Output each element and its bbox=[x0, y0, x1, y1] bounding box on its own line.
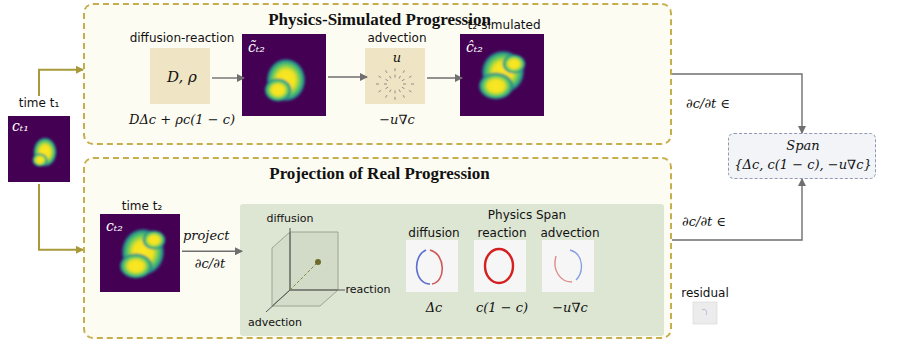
node-text: ĉₜ₂ bbox=[466, 39, 516, 56]
node-text: DΔc + ρc(1 − c) bbox=[118, 112, 246, 128]
node-text: cₜ₂ bbox=[106, 218, 156, 235]
node-text: advection bbox=[347, 31, 447, 45]
node-text: residual bbox=[674, 286, 736, 300]
node-text: t₂-simulated bbox=[450, 18, 558, 32]
node-text: time t₂ bbox=[102, 199, 182, 213]
node-text: time t₁ bbox=[2, 96, 76, 110]
basis-image: diffusionΔc bbox=[408, 226, 460, 326]
image-node: c̃ₜ₂ bbox=[244, 36, 328, 118]
node-text: cₜ₁ bbox=[12, 118, 52, 135]
node-text: −u∇c bbox=[347, 112, 447, 128]
basis-image: reactionc(1 − c) bbox=[476, 226, 528, 326]
node-text: reaction bbox=[464, 226, 540, 240]
edge-label: ∂c/∂t ∈ bbox=[684, 96, 732, 112]
edge-label: project bbox=[181, 228, 232, 244]
node-text: D, ρ bbox=[152, 68, 212, 86]
flow-arrow bbox=[672, 179, 802, 240]
flow-arrow bbox=[328, 76, 367, 77]
node-text: {Δc, c(1 − c), −u∇c} bbox=[729, 157, 877, 173]
node-text: u bbox=[367, 50, 427, 66]
panel-title: Physics-Simulated Progression bbox=[85, 10, 674, 30]
residual-image: residual bbox=[680, 286, 730, 326]
operator-box: advectionu−u∇c bbox=[367, 50, 427, 106]
panel-title: Projection of Real Progression bbox=[85, 164, 674, 184]
annotation-label: ∂c/∂t bbox=[184, 256, 236, 272]
annotation-label: diffusion bbox=[262, 212, 318, 225]
process-panel: Physics-Simulated Progressiondiffusion-r… bbox=[83, 3, 672, 145]
flow-arrow bbox=[182, 251, 242, 252]
flow-arrow bbox=[672, 74, 802, 133]
flow-arrow bbox=[427, 77, 462, 78]
flow-arrow bbox=[212, 77, 244, 78]
span-panel: Physics SpandiffusionΔcreactionc(1 − c)a… bbox=[242, 206, 666, 338]
node-text: c̃ₜ₂ bbox=[248, 39, 298, 56]
process-panel: Projection of Real Progression time t₂ cₜ₂… bbox=[83, 157, 672, 339]
image-node: t₂-simulatedĉₜ₂ bbox=[462, 18, 546, 118]
image-node: time t₁cₜ₁ bbox=[6, 96, 72, 184]
node-text: Physics Span bbox=[392, 208, 662, 222]
image-node: time t₂ cₜ₂ bbox=[102, 199, 182, 294]
node-text: diffusion-reaction bbox=[120, 31, 244, 45]
node-text: Span bbox=[729, 138, 877, 154]
operator-box: diffusion-reactionD, ρDΔc + ρc(1 − c) bbox=[152, 50, 212, 106]
node-text: diffusion bbox=[396, 226, 472, 240]
node-text: c(1 − c) bbox=[476, 300, 528, 316]
annotation-label: advection bbox=[243, 316, 307, 329]
span-box: Span {Δc, c(1 − c), −u∇c} bbox=[728, 133, 876, 179]
flow-arrow bbox=[39, 184, 83, 250]
annotation-label: reaction bbox=[340, 283, 396, 296]
basis-image: advection−u∇c bbox=[544, 226, 596, 326]
edge-label: ∂c/∂t ∈ bbox=[680, 214, 728, 230]
node-text: −u∇c bbox=[538, 300, 602, 316]
node-text: advection bbox=[532, 226, 608, 240]
node-text: Δc bbox=[408, 300, 460, 316]
flow-arrow bbox=[39, 70, 83, 96]
